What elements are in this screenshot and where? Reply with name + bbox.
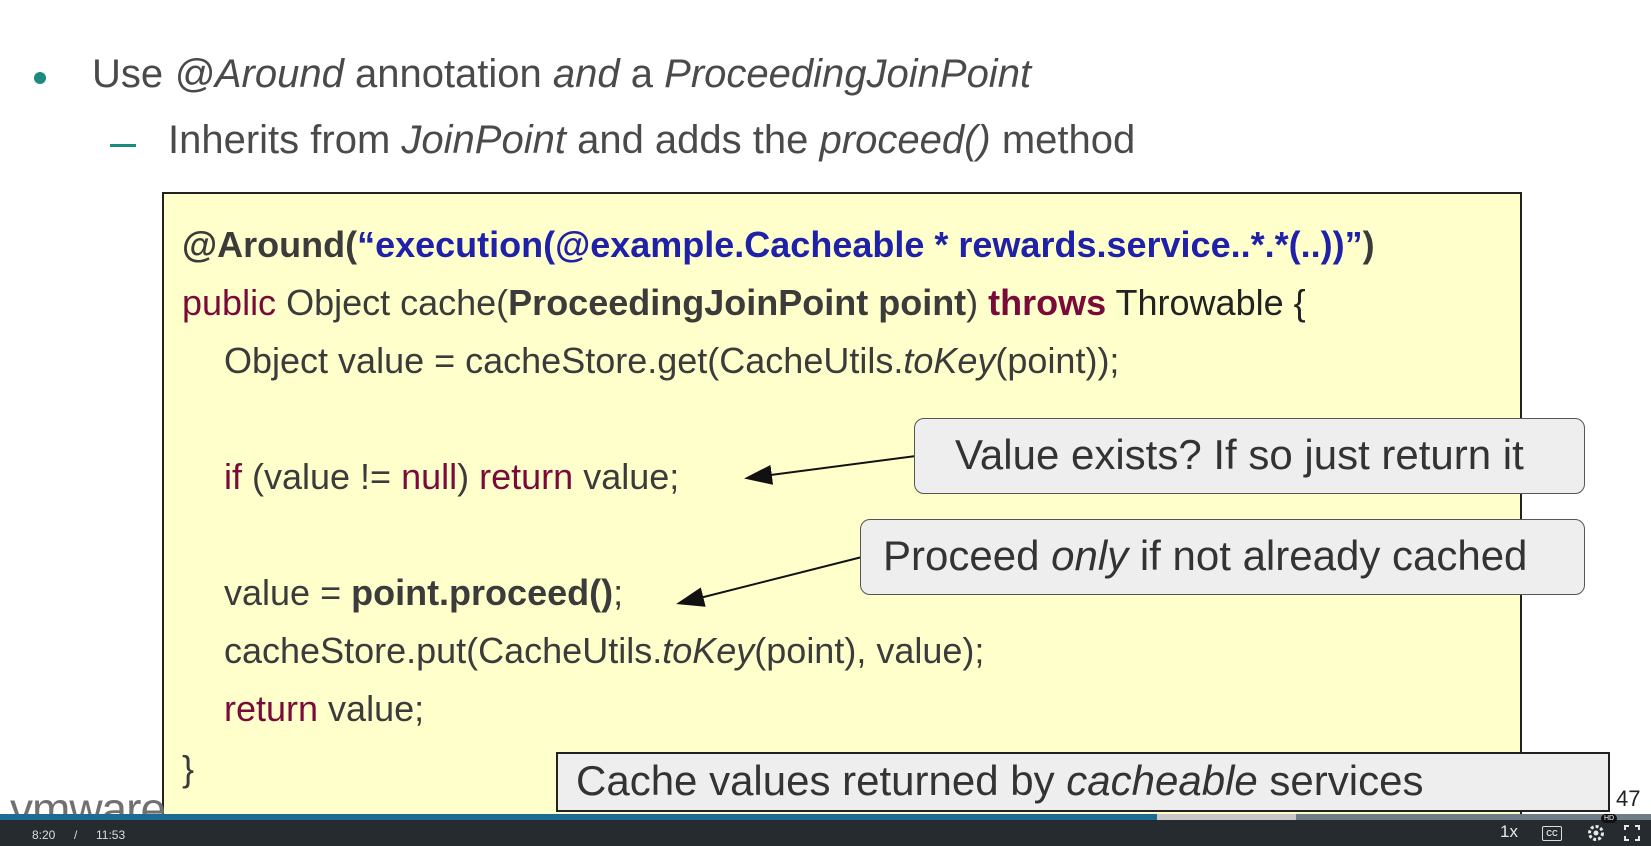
progress-bar[interactable]: [0, 814, 1651, 820]
bullet-text: Use @Around annotation and a ProceedingJ…: [92, 52, 1032, 96]
callout-proceed-only: Proceed only if not already cached: [860, 519, 1585, 595]
duration: 11:53: [96, 828, 126, 842]
playback-speed-button[interactable]: 1x: [1500, 822, 1518, 841]
code-line-annotation: @Around(“execution(@example.Cacheable * …: [182, 224, 1375, 265]
caption-box: Cache values returned by cacheable servi…: [556, 752, 1610, 812]
callout-value-exists: Value exists? If so just return it: [914, 418, 1585, 494]
code-line-get: Object value = cacheStore.get(CacheUtils…: [224, 340, 1120, 381]
page-number: 47: [1616, 786, 1641, 811]
time-separator: /: [74, 828, 78, 842]
sub-bullet-text: Inherits from JoinPoint and adds the pro…: [168, 118, 1136, 162]
player-controls: 8:20 / 11:53 1x CC HD: [0, 814, 1651, 846]
progress-fill: [0, 814, 1157, 820]
settings-icon[interactable]: [1586, 823, 1606, 846]
captions-icon[interactable]: CC: [1542, 826, 1562, 841]
code-line-proceed: value = point.proceed();: [224, 572, 624, 613]
code-block: @Around(“execution(@example.Cacheable * …: [162, 192, 1522, 826]
sub-bullet-dash: [110, 144, 136, 147]
code-line-close-brace: }: [182, 748, 195, 789]
code-line-if: if (value != null) return value;: [224, 456, 680, 497]
hd-badge: HD: [1601, 814, 1618, 823]
current-time: 8:20: [32, 828, 56, 842]
bullet-dot: [34, 72, 46, 84]
code-line-return: return value;: [224, 688, 425, 729]
code-line-signature: public Object cache(ProceedingJoinPoint …: [182, 282, 1306, 323]
code-line-put: cacheStore.put(CacheUtils.toKey(point), …: [224, 630, 985, 671]
fullscreen-icon[interactable]: [1624, 825, 1640, 844]
